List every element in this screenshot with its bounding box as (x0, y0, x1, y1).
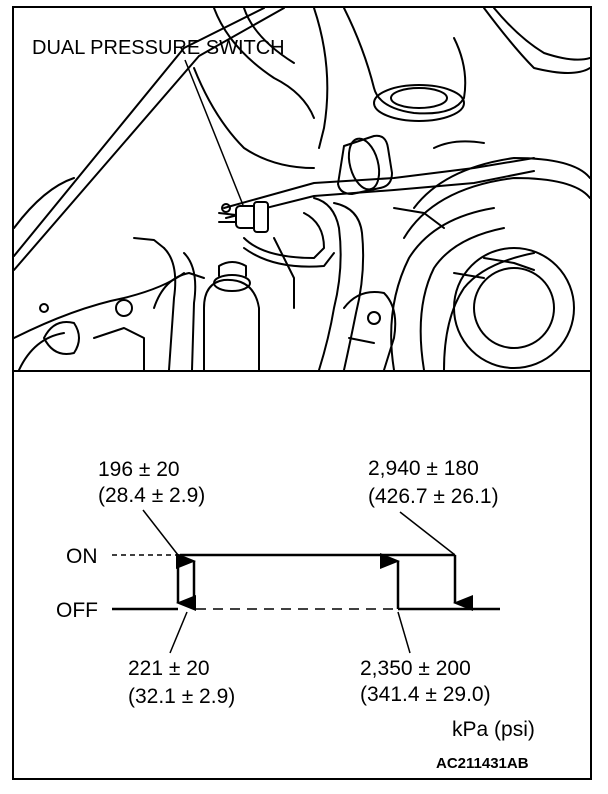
off-state-label: OFF (56, 599, 98, 622)
low-on-to-off-kpa: 221 ± 20 (128, 657, 210, 680)
dual-pressure-switch-label: DUAL PRESSURE SWITCH (32, 37, 285, 59)
high-on-to-off-kpa: 2,940 ± 180 (368, 457, 479, 480)
section-divider (14, 370, 590, 372)
high-off-to-on-kpa: 2,350 ± 200 (360, 657, 471, 680)
engine-bay-illustration (14, 8, 590, 370)
unit-label: kPa (psi) (452, 718, 535, 741)
low-off-to-on-psi: (28.4 ± 2.9) (98, 484, 206, 507)
leader-high-lower (397, 611, 411, 654)
low-on-to-off-psi: (32.1 ± 2.9) (128, 685, 236, 708)
on-state-label: ON (66, 545, 98, 568)
figure-code: AC211431AB (436, 755, 529, 772)
high-off-to-on-psi: (341.4 ± 29.0) (360, 683, 491, 706)
low-off-to-on-kpa: 196 ± 20 (98, 458, 180, 481)
leader-high-upper (399, 511, 456, 556)
figure-frame (12, 6, 592, 780)
high-on-to-off-psi: (426.7 ± 26.1) (368, 485, 499, 508)
leader-low-upper (142, 509, 179, 556)
leader-low-lower (169, 611, 188, 654)
